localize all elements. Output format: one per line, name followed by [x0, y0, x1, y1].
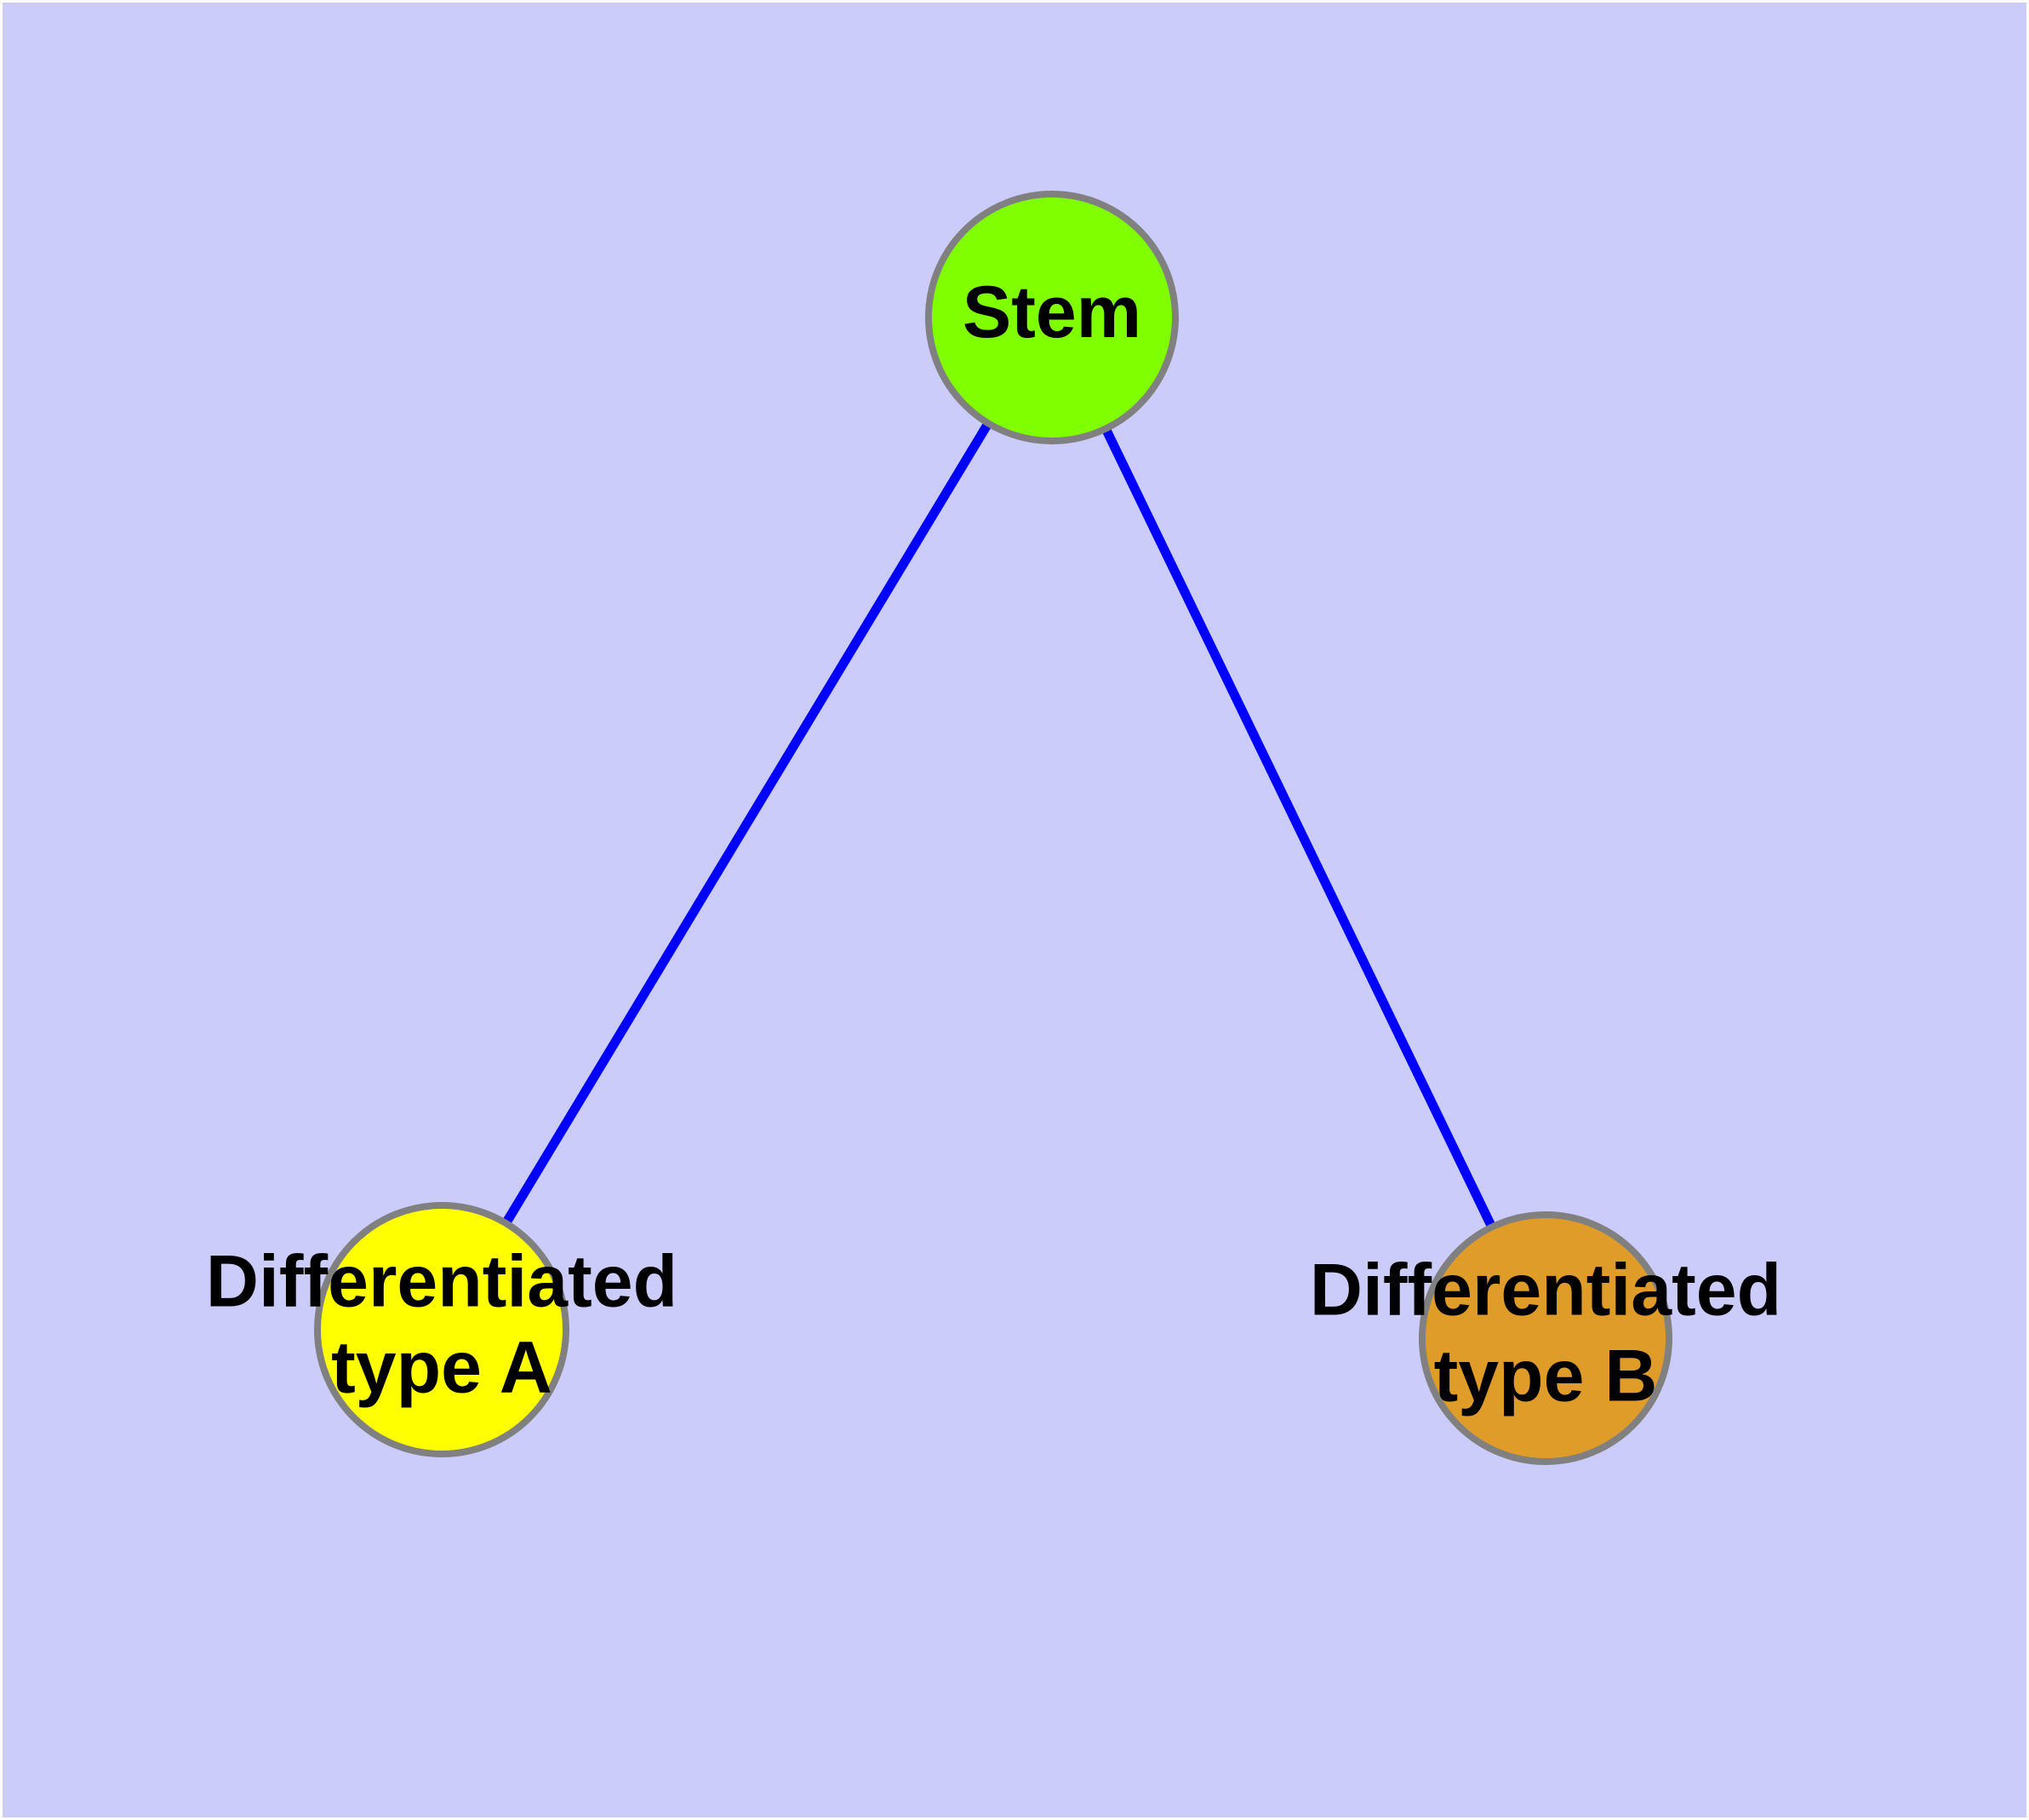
edges-layer	[502, 422, 1495, 1228]
node-circle-stem[interactable]	[925, 191, 1179, 444]
edge-stem-diff-a	[502, 422, 992, 1225]
node-label-stem: Stem	[963, 272, 1141, 353]
node-label-line: Stem	[963, 272, 1141, 353]
node-label-line: type A	[331, 1326, 552, 1408]
nodes-layer	[314, 191, 1672, 1465]
node-label-line: Differentiated	[1310, 1249, 1781, 1331]
node-circle-diff_a[interactable]	[314, 1202, 569, 1457]
node-circle-diff_b[interactable]	[1419, 1211, 1672, 1465]
node-label-line: Differentiated	[206, 1240, 677, 1322]
node-label-line: type B	[1434, 1335, 1658, 1417]
edge-stem-diff-b	[1102, 427, 1495, 1228]
